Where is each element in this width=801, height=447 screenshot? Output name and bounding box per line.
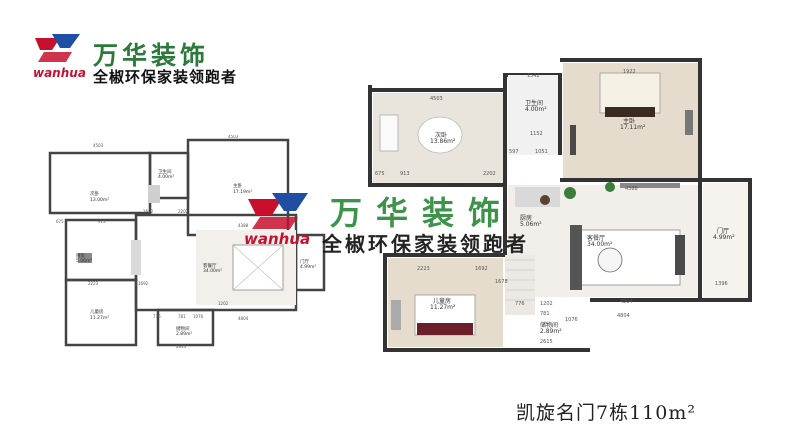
project-caption: 凯旋名门7栋110m²: [516, 402, 696, 424]
dimension-label: 4804: [238, 316, 249, 321]
dimension-label: 1396: [715, 281, 728, 287]
room-area: 4.99m²: [713, 234, 735, 241]
dimension-label: 1678: [495, 279, 508, 285]
dimension-label: 1202: [540, 301, 553, 307]
room-area: 17.19m²: [233, 189, 252, 195]
dimension-label: 1202: [218, 301, 229, 306]
dimension-label: 1152: [530, 131, 543, 137]
room-label: 客餐厅: [203, 262, 217, 269]
wanhua-logo-icon: [35, 34, 80, 62]
room-label: 儿童房: [90, 308, 104, 315]
watermark-english-name: wanhua: [244, 230, 311, 248]
room-label: 储物间: [176, 325, 190, 332]
room-area: 2.89m²: [176, 331, 192, 337]
dimension-label: 1051: [535, 149, 548, 155]
dimension-label: 4503: [93, 143, 104, 148]
dimension-label: 4804: [620, 299, 633, 305]
dimension-label: 675: [56, 219, 64, 224]
brand-logo: [30, 28, 290, 88]
room-label: 门厅: [717, 227, 729, 235]
room-area: 13.00m²: [90, 197, 109, 203]
watermark-logo-icon: [248, 193, 308, 229]
dimension-label: 675: [375, 171, 385, 177]
dimension-label: 2223: [88, 281, 99, 286]
room-label: 次卧: [435, 131, 447, 139]
dimension-label: 1076: [565, 317, 578, 323]
dimension-label: 2615: [540, 339, 553, 345]
dimension-label: 776: [515, 301, 525, 307]
brand-slogan: 全椒环保家装领跑者: [93, 68, 238, 86]
room-area: 2.89m²: [540, 328, 562, 335]
room-label: 主卧: [623, 117, 635, 125]
room-label: 门厅: [300, 258, 309, 265]
room-area: 11.27m²: [430, 304, 456, 311]
room-area: 13.86m²: [430, 138, 456, 145]
dimension-label: 4388: [238, 223, 249, 228]
dimension-label: 781: [540, 311, 550, 317]
room-label: 卫生间: [525, 99, 543, 107]
dimension-label: 4503: [430, 96, 443, 102]
room-label: 客餐厅: [587, 234, 605, 242]
dimension-label: 4804: [617, 313, 630, 319]
dimension-label: 1692: [138, 281, 149, 286]
floor-plan-large: 次卧 13.86m² 卫生间 4.00m² 主卧 17.11m² 厨房 5.06…: [355, 55, 755, 355]
brand-name: 万华装饰: [93, 41, 210, 70]
dimension-label: 2202: [178, 209, 189, 214]
dimension-label: 913: [98, 219, 106, 224]
watermark-brand-name: 万华装饰: [330, 194, 515, 232]
room-area: 34.00m²: [203, 268, 222, 274]
room-label: 次卧: [90, 190, 99, 197]
floor-plan-small: 次卧 13.00m² 卫生间 4.00m² 主卧 17.19m² 厨房 5.06…: [48, 135, 326, 349]
room-area: 11.27m²: [90, 315, 109, 321]
dimension-label: 1076: [193, 314, 204, 319]
room-area: 17.11m²: [620, 124, 646, 131]
brand-english-name: wanhua: [33, 66, 86, 80]
dimension-label: 1922: [623, 69, 636, 75]
dimension-label: 1542: [527, 73, 540, 79]
dimension-label: 4503: [228, 135, 239, 139]
room-area: 5.06m²: [520, 221, 542, 228]
room-area: 5.06m²: [76, 258, 92, 264]
dimension-label: 776: [153, 314, 161, 319]
dimension-label: 2615: [176, 344, 187, 349]
room-label: 主卧: [233, 182, 242, 189]
room-area: 4.00m²: [525, 106, 547, 113]
dimension-label: 1692: [475, 266, 488, 272]
room-area: 4.00m²: [158, 174, 174, 180]
dimension-label: 4388: [625, 186, 638, 192]
dimension-label: 2202: [483, 171, 496, 177]
dimension-label: 597: [509, 149, 519, 155]
watermark-slogan: 全椒环保家装领跑者: [322, 232, 529, 256]
dimension-label: 913: [400, 171, 410, 177]
room-label: 厨房: [520, 214, 532, 222]
room-area: 34.00m²: [587, 241, 613, 248]
dimension-label: 1682: [143, 209, 154, 214]
room-label: 儿童房: [433, 297, 451, 305]
room-label: 卫生间: [158, 168, 172, 175]
room-label: 厨房: [76, 252, 85, 259]
room-area: 4.99m²: [300, 264, 316, 270]
room-label: 储物间: [540, 321, 558, 329]
dimension-label: 781: [178, 314, 186, 319]
dimension-label: 2223: [417, 266, 430, 272]
